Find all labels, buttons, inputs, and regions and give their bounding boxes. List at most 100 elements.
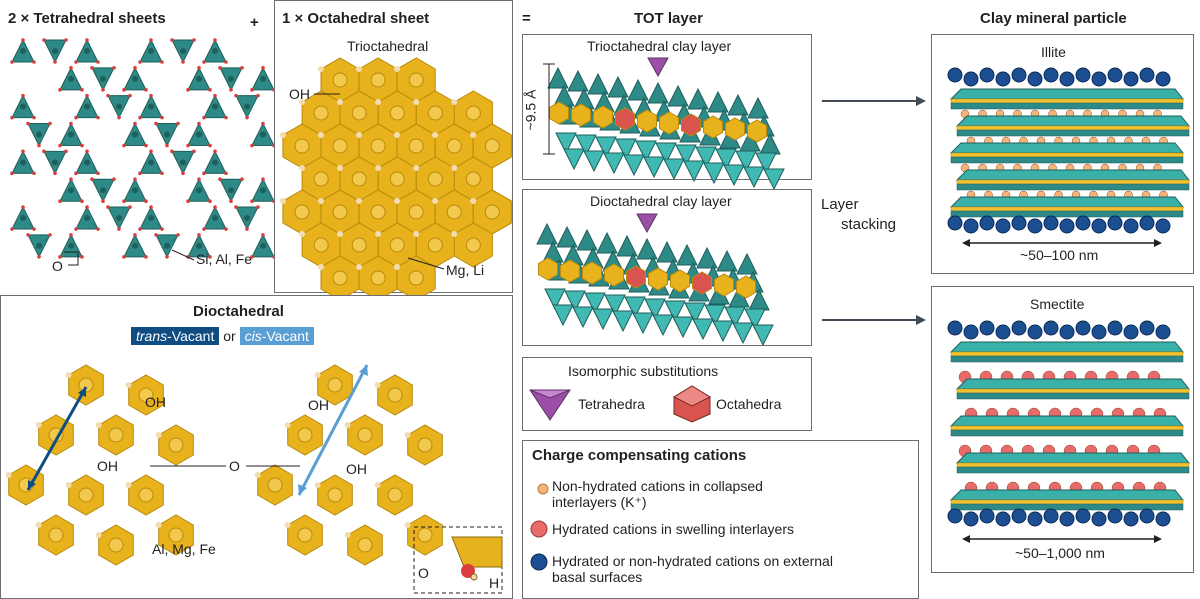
- tot-tetrahedron-bottom: [595, 136, 617, 159]
- octahedral-cation: [427, 105, 443, 121]
- oxygen-atom: [32, 171, 36, 176]
- dioct-label-leaders: [150, 465, 300, 467]
- oxygen-atom: [186, 88, 190, 92]
- tot-tetrahedron-bottom: [572, 306, 594, 329]
- octahedral-cation: [294, 204, 310, 220]
- tetrahedral-cation: [100, 187, 106, 194]
- tot-tetrahedron-bottom: [652, 314, 674, 337]
- tetrahedral-cation: [148, 48, 154, 54]
- tetrahedral-cation: [20, 159, 26, 166]
- tetrahedral-cation: [260, 242, 266, 249]
- oxygen-atom: [149, 149, 153, 154]
- oxygen-atom: [85, 93, 89, 98]
- oxygen-atom: [58, 143, 62, 148]
- oxygen-atom: [176, 233, 180, 237]
- oxygen-atom: [128, 205, 132, 209]
- external-cation: [1123, 324, 1139, 340]
- oxygen-atom: [213, 38, 217, 42]
- tot-tetrahedron-bottom: [583, 150, 605, 173]
- tot-tetrahedron-top: [727, 93, 749, 116]
- tot-tetrahedron-bottom: [732, 322, 754, 345]
- cation-legend-title: Charge compensating cations: [532, 447, 747, 464]
- tot-tetrahedron-bottom: [564, 290, 586, 313]
- isomorphic-title: Isomorphic substitutions: [568, 363, 719, 379]
- tetrahedral-cation: [116, 215, 122, 222]
- oxygen-atom: [160, 60, 164, 64]
- external-cation: [1027, 511, 1043, 527]
- substituted-tetrahedron-icon: [529, 389, 571, 421]
- octahedral-cation: [484, 204, 500, 220]
- illite-size-arrow: [962, 239, 1162, 247]
- tot-tetrahedron-bottom: [664, 300, 686, 323]
- external-cation: [995, 71, 1011, 87]
- octahedral-cation: [387, 487, 403, 503]
- smectite-size-arrow: [962, 535, 1162, 543]
- oxygen-atom: [229, 199, 233, 203]
- tetrahedral-cation: [36, 242, 42, 249]
- external-cation: [1155, 218, 1171, 234]
- tot-octahedron: [659, 111, 679, 135]
- layer-stacking-label-1: Layer: [821, 196, 859, 213]
- tot-octahedron: [560, 259, 580, 283]
- tot-heading: TOT layer: [634, 10, 703, 27]
- oxygen-atom: [234, 93, 238, 98]
- oxygen-atom: [10, 115, 14, 120]
- oxygen-atom: [160, 115, 164, 120]
- mg-li-label: Mg, Li: [446, 262, 485, 278]
- oxygen-center-label: O: [229, 458, 240, 474]
- hydroxyl-atom: [299, 165, 305, 171]
- oxygen-atom: [74, 227, 78, 231]
- octahedral-cation: [357, 427, 373, 443]
- octahedral-cation: [332, 138, 348, 154]
- oxygen-atom: [149, 205, 153, 209]
- external-cation: [1155, 324, 1171, 340]
- tot-octahedron: [604, 263, 624, 287]
- hydroxyl-atom: [451, 165, 458, 171]
- oxygen-atom: [80, 88, 84, 92]
- trans-label: trans: [136, 328, 168, 344]
- tetrahedral-cation: [100, 75, 106, 82]
- tot-tetrahedron-bottom: [603, 152, 625, 175]
- oxygen-atom: [224, 115, 228, 120]
- octahedral-cation: [138, 387, 154, 403]
- clay-layer-bottom: [956, 183, 1190, 191]
- tetrahedral-cation: [148, 159, 154, 166]
- external-cation: [947, 67, 963, 83]
- octa-label-leaders: [314, 93, 445, 270]
- oxygen-atom: [42, 38, 46, 42]
- hydroxyl-atom: [355, 132, 362, 138]
- external-cation: [947, 320, 963, 336]
- oxygen-atom: [138, 171, 142, 176]
- trioctahedral-layer-title: Trioctahedral clay layer: [587, 38, 732, 54]
- oxygen-atom: [133, 121, 137, 126]
- tetrahedral-cation: [20, 48, 26, 54]
- oxygen-atom: [250, 88, 254, 92]
- tot-tetrahedron-bottom: [672, 316, 694, 339]
- equals-sign: =: [522, 10, 531, 27]
- k-cation-icon: [537, 483, 549, 495]
- oxygen-atom: [144, 199, 148, 203]
- tot-octahedron: [736, 275, 756, 299]
- octahedral-cation: [313, 171, 329, 187]
- hydroxyl-atom: [337, 165, 344, 171]
- tot-tetrahedron-bottom: [623, 154, 645, 177]
- external-cation: [1091, 511, 1107, 527]
- octahedral-cation: [389, 237, 405, 253]
- hydroxyl-atom: [155, 432, 162, 438]
- tot-tetrahedron-top: [567, 69, 589, 92]
- oxygen-atom: [32, 227, 36, 231]
- hydroxyl-atom: [279, 198, 286, 204]
- dioctahedral-trans-diagram: [5, 364, 194, 566]
- external-cation: [979, 320, 995, 336]
- tot-tetrahedron-top: [647, 81, 669, 104]
- tot-octahedron: [703, 115, 723, 139]
- oxygen-atom: [245, 227, 249, 231]
- external-cation: [1075, 215, 1091, 231]
- oxygen-atom: [37, 143, 41, 148]
- tot-tetrahedron-bottom: [675, 144, 697, 167]
- clay-layer-octa: [950, 152, 1184, 158]
- external-cation: [1059, 218, 1075, 234]
- octahedral-cation: [408, 138, 424, 154]
- hydroxyl-atom: [284, 522, 291, 528]
- hydroxyl-atom: [254, 472, 261, 478]
